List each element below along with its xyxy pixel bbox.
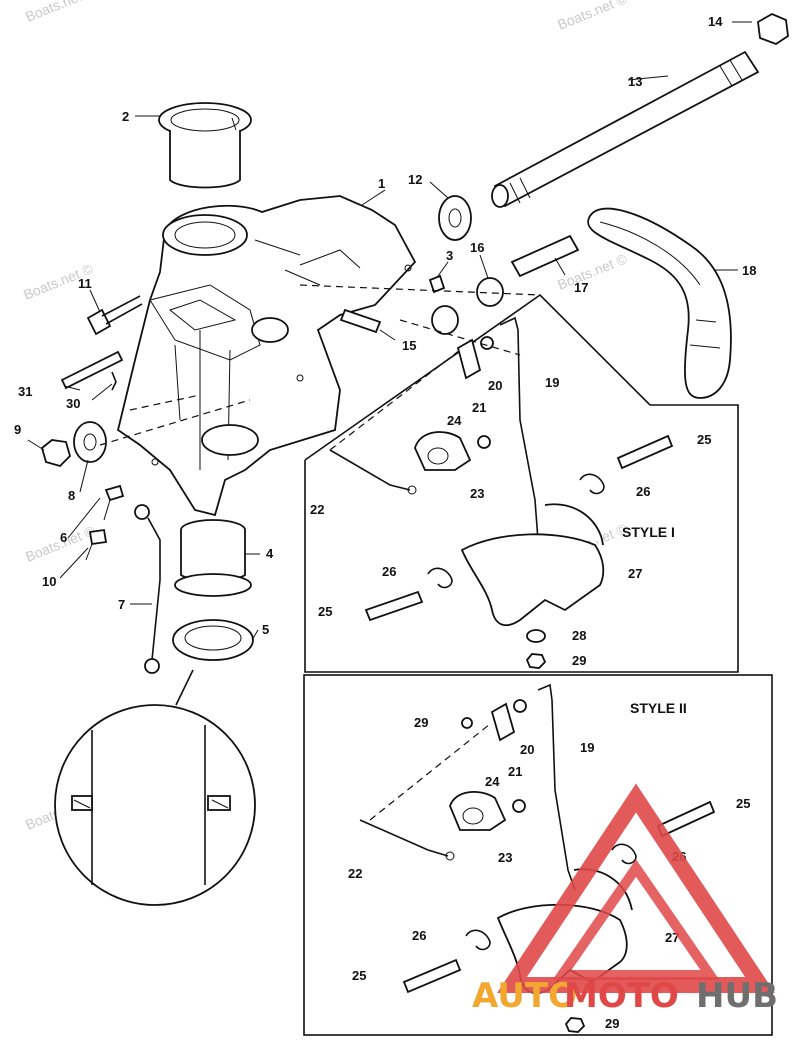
nut-14-part — [757, 12, 789, 46]
pin-17-part — [510, 234, 580, 278]
bushing-16a-part — [476, 277, 504, 307]
callout-23: 23 — [470, 486, 484, 501]
seal-ring-part — [172, 619, 254, 661]
callout-s2-25: 25 — [736, 796, 750, 811]
callout-5: 5 — [262, 622, 269, 637]
callouts-style2: STYLE II 29 20 19 21 24 25 26 22 23 27 2… — [348, 700, 750, 1031]
bushing-16b-part — [431, 305, 459, 335]
style1-label: STYLE I — [622, 524, 675, 540]
bushing-lower-part — [174, 519, 252, 597]
bushing-top-part — [158, 102, 252, 189]
bolt-15-part — [339, 308, 382, 334]
watermark: Boats.net © — [23, 0, 98, 25]
washer-part — [73, 421, 107, 463]
callout-21: 21 — [472, 400, 486, 415]
logo-moto: MOTO — [564, 976, 679, 1016]
callout-19: 19 — [545, 375, 559, 390]
pin-31-part — [60, 350, 124, 390]
washer-12-hole — [448, 208, 462, 228]
callout-31: 31 — [18, 384, 32, 399]
callout-s2-23: 23 — [498, 850, 512, 865]
callout-25: 25 — [697, 432, 711, 447]
callout-3: 3 — [446, 248, 453, 263]
callout-8: 8 — [68, 488, 75, 503]
callout-s2-29: 29 — [414, 715, 428, 730]
callout-17: 17 — [574, 280, 588, 295]
watermark: Boats.net © — [555, 0, 630, 33]
callout-16: 16 — [470, 240, 484, 255]
callout-18: 18 — [742, 263, 756, 278]
tilt-tube-part — [491, 50, 760, 208]
grease-fitting-part — [428, 274, 446, 294]
callout-s2-25b: 25 — [352, 968, 366, 983]
style2-frame — [303, 674, 773, 1036]
washer-12-part — [438, 195, 472, 241]
callout-29: 29 — [572, 653, 586, 668]
callout-s2-21: 21 — [508, 764, 522, 779]
callout-14: 14 — [708, 14, 723, 29]
callout-10: 10 — [42, 574, 56, 589]
bolt-11-part — [86, 295, 143, 336]
callout-26b: 26 — [382, 564, 396, 579]
callouts-style1: 20 19 21 24 25 22 23 26 STYLE I 26 27 25… — [310, 375, 711, 668]
callout-7: 7 — [118, 597, 125, 612]
callout-30: 30 — [66, 396, 80, 411]
automotohub-logo: AUTO MOTO HUB — [472, 783, 778, 1016]
callout-24: 24 — [447, 413, 462, 428]
callout-22: 22 — [310, 502, 324, 517]
nut-part — [40, 439, 72, 468]
logo-hub: HUB — [696, 976, 778, 1016]
callout-9: 9 — [14, 422, 21, 437]
leader-lines — [27, 21, 752, 641]
callout-s2-20: 20 — [520, 742, 534, 757]
callouts-main: 2 1 12 14 13 3 16 17 18 11 15 31 30 9 8 … — [14, 14, 756, 637]
callout-6: 6 — [60, 530, 67, 545]
callout-s2-19: 19 — [580, 740, 594, 755]
callout-s2-24: 24 — [485, 774, 500, 789]
style2-label: STYLE II — [630, 700, 687, 716]
callout-15: 15 — [402, 338, 416, 353]
callout-2: 2 — [122, 109, 129, 124]
callout-12: 12 — [408, 172, 422, 187]
swivel-bracket-part — [116, 195, 417, 517]
style1-parts — [329, 316, 674, 669]
callout-28: 28 — [572, 628, 586, 643]
callout-4: 4 — [266, 546, 274, 561]
callout-s2-22: 22 — [348, 866, 362, 881]
strap-18-part — [587, 207, 732, 399]
callout-25b: 25 — [318, 604, 332, 619]
screws-6-10 — [85, 484, 125, 561]
washer-hole — [83, 433, 97, 451]
ground-wire-part — [134, 504, 161, 674]
callout-s2-26b: 26 — [412, 928, 426, 943]
alignment-lines — [99, 284, 541, 821]
watermark: Boats.net © — [555, 250, 630, 293]
callout-13: 13 — [628, 74, 642, 89]
callout-s2-29b: 29 — [605, 1016, 619, 1031]
logo-auto: AUTO — [472, 976, 577, 1016]
callout-1: 1 — [378, 176, 385, 191]
callout-11: 11 — [78, 276, 92, 291]
callout-27: 27 — [628, 566, 642, 581]
callout-20: 20 — [488, 378, 502, 393]
callout-26: 26 — [636, 484, 650, 499]
detail-inset — [54, 669, 256, 906]
clip-30-part — [111, 371, 117, 391]
